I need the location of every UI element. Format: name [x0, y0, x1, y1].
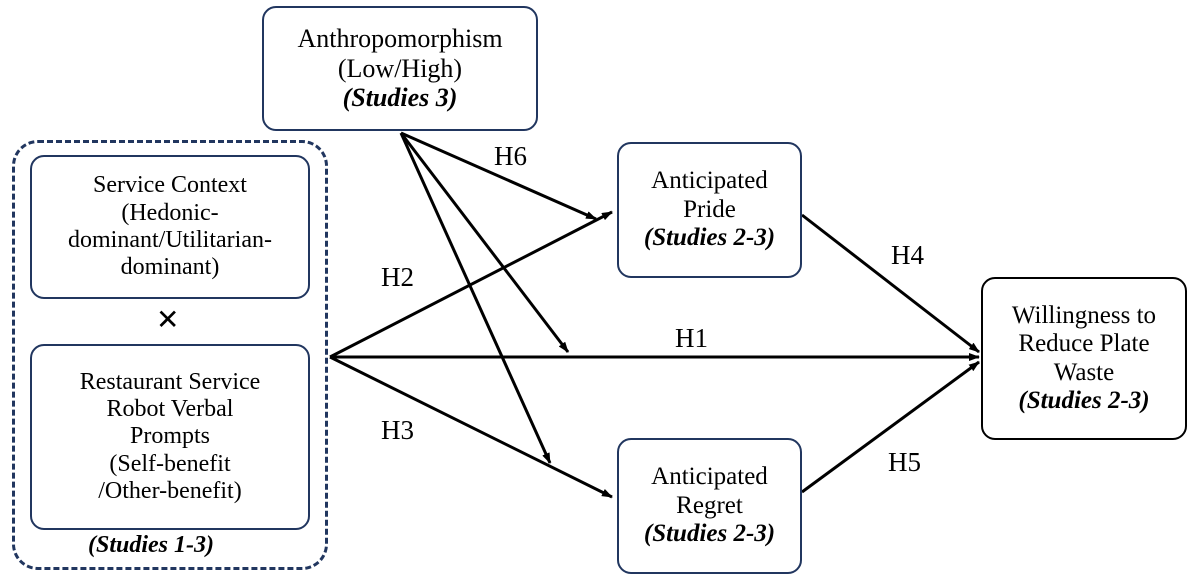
- node-robot-prompts-line-0: Restaurant Service: [79, 368, 261, 395]
- hypothesis-label-h6: H6: [494, 141, 527, 171]
- node-willingness-line-2: Waste: [1053, 358, 1115, 386]
- node-service-context-line-0: Service Context: [93, 172, 247, 199]
- hypothesis-label-h1: H1: [675, 323, 708, 353]
- node-anthropomorphism-studies: (Studies 3): [342, 83, 458, 113]
- node-anticipated-regret-line-1: Regret: [676, 491, 743, 519]
- node-robot-prompts-line-4: /Other-benefit): [98, 478, 242, 505]
- node-willingness-line-0: Willingness to: [1011, 301, 1157, 329]
- node-service-context[interactable]: Service Context (Hedonic- dominant/Utili…: [30, 155, 310, 299]
- node-anticipated-regret[interactable]: Anticipated Regret (Studies 2-3): [617, 438, 802, 574]
- hypothesis-label-h3: H3: [381, 415, 414, 445]
- arrow-h6-onto-h3-path: [399, 132, 552, 464]
- arrow-h6-onto-h2-path: [400, 131, 597, 221]
- arrow-h5: [801, 360, 980, 494]
- node-robot-prompts-line-3: (Self-benefit: [109, 450, 231, 477]
- arrow-h4: [801, 213, 980, 354]
- node-robot-prompts-line-1: Robot Verbal: [106, 395, 234, 422]
- node-anthropomorphism-line-0: Anthropomorphism: [297, 24, 503, 54]
- independent-variables-group-box: [12, 140, 328, 570]
- node-anticipated-pride-line-0: Anticipated: [651, 167, 768, 195]
- node-willingness-studies: (Studies 2-3): [1018, 387, 1150, 414]
- arrow-h3: [329, 355, 613, 499]
- node-service-context-line-1: (Hedonic-: [121, 199, 219, 226]
- node-restaurant-service-robot-verbal-prompts[interactable]: Restaurant Service Robot Verbal Prompts …: [30, 344, 310, 530]
- interaction-operator-icon: ✕: [156, 303, 180, 336]
- node-anticipated-pride[interactable]: Anticipated Pride (Studies 2-3): [617, 142, 802, 278]
- hypothesis-label-h4: H4: [891, 240, 924, 270]
- node-service-context-line-3: dominant): [120, 254, 220, 281]
- node-anthropomorphism[interactable]: Anthropomorphism (Low/High) (Studies 3): [262, 6, 538, 131]
- node-robot-prompts-line-2: Prompts: [129, 423, 210, 450]
- node-anthropomorphism-line-1: (Low/High): [337, 53, 463, 83]
- node-willingness-to-reduce-plate-waste[interactable]: Willingness to Reduce Plate Waste (Studi…: [981, 277, 1187, 440]
- node-willingness-line-1: Reduce Plate: [1018, 330, 1150, 357]
- group-studies-label: (Studies 1-3): [88, 532, 214, 558]
- node-anticipated-pride-line-1: Pride: [683, 195, 736, 223]
- arrow-h6-onto-h1-path: [399, 132, 570, 353]
- node-anticipated-pride-studies: (Studies 2-3): [643, 224, 776, 252]
- node-anticipated-regret-studies: (Studies 2-3): [643, 520, 776, 548]
- node-service-context-line-2: dominant/Utilitarian-: [68, 227, 272, 253]
- node-anticipated-regret-line-0: Anticipated: [651, 463, 768, 491]
- hypothesis-label-h2: H2: [381, 262, 414, 292]
- hypothesis-label-h5: H5: [888, 447, 921, 477]
